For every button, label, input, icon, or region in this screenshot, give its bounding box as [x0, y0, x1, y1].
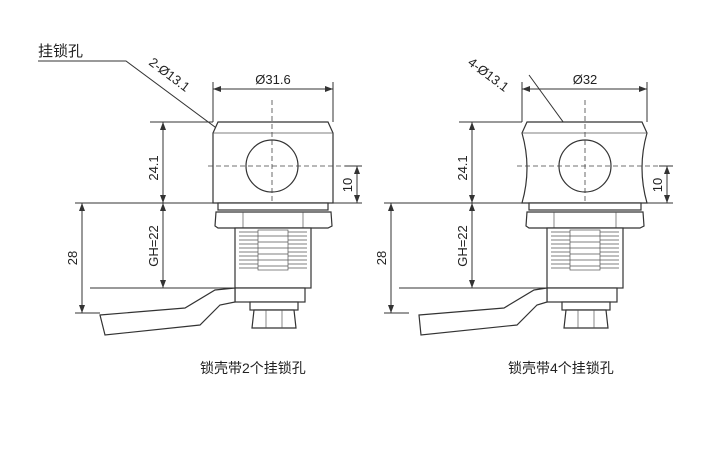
lock-drawing-4-holes: Ø32 4-Ø13.1 24.1 10 GH=22 28 锁壳带4: [374, 54, 673, 376]
offset-label: 10: [650, 178, 665, 192]
leader-label: 挂锁孔: [38, 43, 83, 60]
height-label: 24.1: [455, 155, 470, 180]
total-label: 28: [65, 251, 80, 265]
offset-label: 10: [340, 178, 355, 192]
bottom-nut: [251, 309, 297, 329]
diameter-label: Ø32: [573, 72, 598, 87]
caption-2-holes: 锁壳带2个挂锁孔: [200, 360, 306, 376]
total-label: 28: [374, 251, 389, 265]
height-label: 24.1: [146, 155, 161, 180]
hex-nut: [525, 211, 645, 229]
gh-label: GH=22: [146, 225, 161, 267]
bottom-nut: [563, 309, 609, 329]
diameter-label: Ø31.6: [255, 72, 290, 87]
hole-label: 4-Ø13.1: [465, 54, 512, 94]
cam-lever: [99, 287, 236, 336]
lock-drawing-2-holes: Ø31.6 2-Ø13.1 24.1 10 GH=22 28: [65, 54, 362, 376]
cam-lever: [418, 287, 548, 336]
caption-4-holes: 锁壳带4个挂锁孔: [508, 360, 614, 376]
gh-label: GH=22: [455, 225, 470, 267]
hex-nut: [214, 211, 333, 229]
hole-label: 2-Ø13.1: [146, 54, 193, 94]
